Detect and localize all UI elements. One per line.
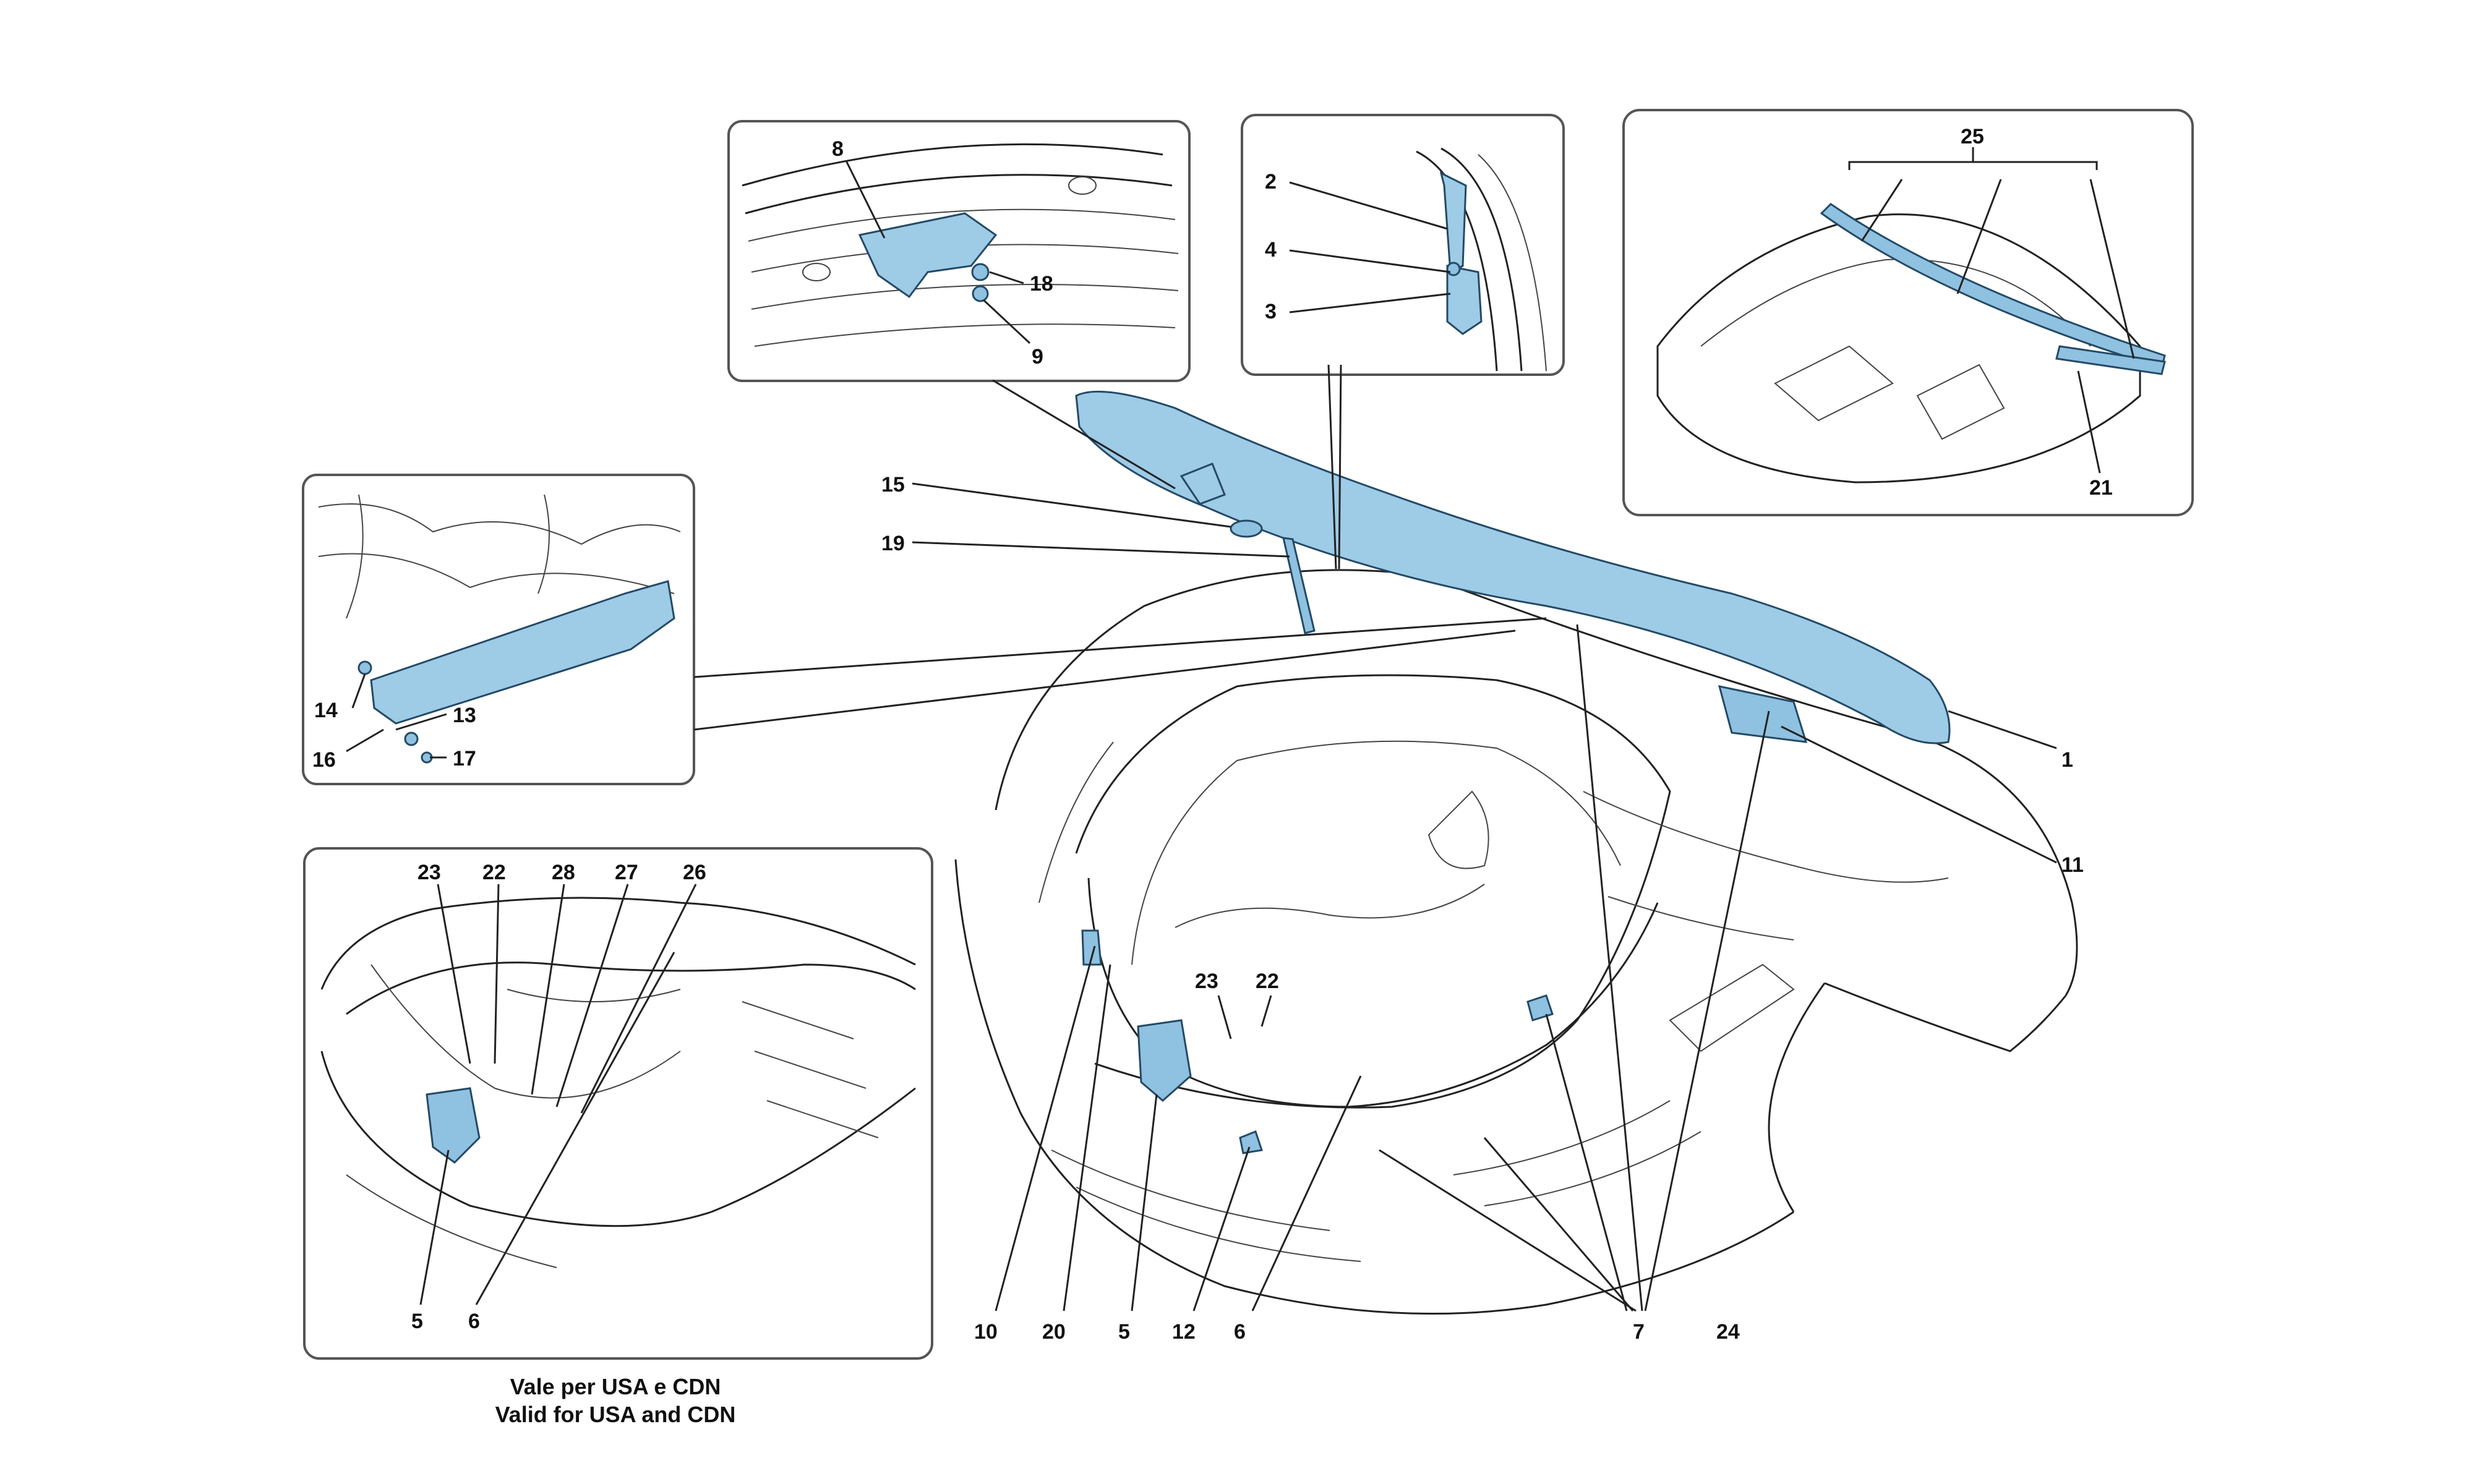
callout-14: 14 xyxy=(314,699,338,722)
detail-panel-latch-bracket: 8 18 9 xyxy=(727,120,1191,382)
callout-10: 10 xyxy=(974,1320,998,1344)
callout-26: 26 xyxy=(683,861,706,884)
callout-24: 24 xyxy=(1716,1320,1740,1344)
usa-latch-part xyxy=(426,1087,481,1164)
callout-12: 12 xyxy=(1172,1320,1196,1344)
detail-panel-hood-trim: 14 13 16 17 xyxy=(302,474,695,785)
detail-panel-hinge: 2 4 3 xyxy=(1241,114,1565,376)
callout-4: 4 xyxy=(1265,238,1277,262)
bracket-nut xyxy=(971,263,990,281)
caption-english: Valid for USA and CDN xyxy=(495,1402,736,1427)
hood-trim-part xyxy=(370,580,675,725)
callout-22: 22 xyxy=(1256,970,1279,993)
hinge-bolt xyxy=(1446,262,1461,276)
callout-19: 19 xyxy=(881,532,905,555)
callout-3: 3 xyxy=(1265,300,1277,323)
hinge-body-part xyxy=(1446,265,1483,335)
detail-panel-hood-seals: 25 21 xyxy=(1622,109,2194,516)
callout-22-usa: 22 xyxy=(482,861,506,884)
side-trim-part xyxy=(1718,685,1808,743)
hood-insulation-part xyxy=(1075,390,1951,744)
callout-28: 28 xyxy=(552,861,575,884)
callout-25: 25 xyxy=(1961,125,1984,148)
caption-italian: Vale per USA e CDN xyxy=(510,1374,721,1399)
callout-27: 27 xyxy=(615,861,638,884)
callout-5-usa: 5 xyxy=(411,1310,423,1333)
gas-strut-part xyxy=(1282,537,1316,634)
hood-trim-small-part xyxy=(1179,463,1226,505)
hood-seal-rear-part xyxy=(2055,345,2166,375)
callout-15: 15 xyxy=(881,473,905,497)
callout-11: 11 xyxy=(2061,853,2084,877)
callout-6-usa: 6 xyxy=(468,1310,480,1333)
callout-20: 20 xyxy=(1042,1320,1066,1344)
callout-5: 5 xyxy=(1118,1320,1130,1344)
callout-23-usa: 23 xyxy=(417,861,441,884)
car-front-illustration: 15 19 1 11 23 22 10 20 5 12 6 7 24 xyxy=(693,364,2084,1344)
callout-6: 6 xyxy=(1234,1320,1246,1344)
callout-23: 23 xyxy=(1195,970,1218,993)
cable-guide-part xyxy=(1526,994,1554,1021)
callout-1: 1 xyxy=(2061,748,2073,772)
callout-18: 18 xyxy=(1030,272,1053,296)
bracket-stud xyxy=(972,285,989,302)
detail-panel-usa-cdn: 23 22 28 27 26 5 6 xyxy=(303,847,933,1360)
callout-13: 13 xyxy=(453,704,476,727)
callout-17: 17 xyxy=(453,747,476,770)
main-latch-part xyxy=(1137,1019,1192,1102)
callout-9: 9 xyxy=(1032,345,1043,369)
callout-21: 21 xyxy=(2089,476,2113,500)
bumper-stop-part xyxy=(1239,1130,1263,1154)
callout-16: 16 xyxy=(312,748,336,772)
rubber-stop-part xyxy=(1230,519,1263,538)
callout-7: 7 xyxy=(1633,1320,1645,1344)
latch-bracket-part xyxy=(858,212,998,299)
callout-8: 8 xyxy=(832,137,844,161)
striker-part xyxy=(1081,929,1102,966)
callout-2: 2 xyxy=(1265,170,1277,194)
